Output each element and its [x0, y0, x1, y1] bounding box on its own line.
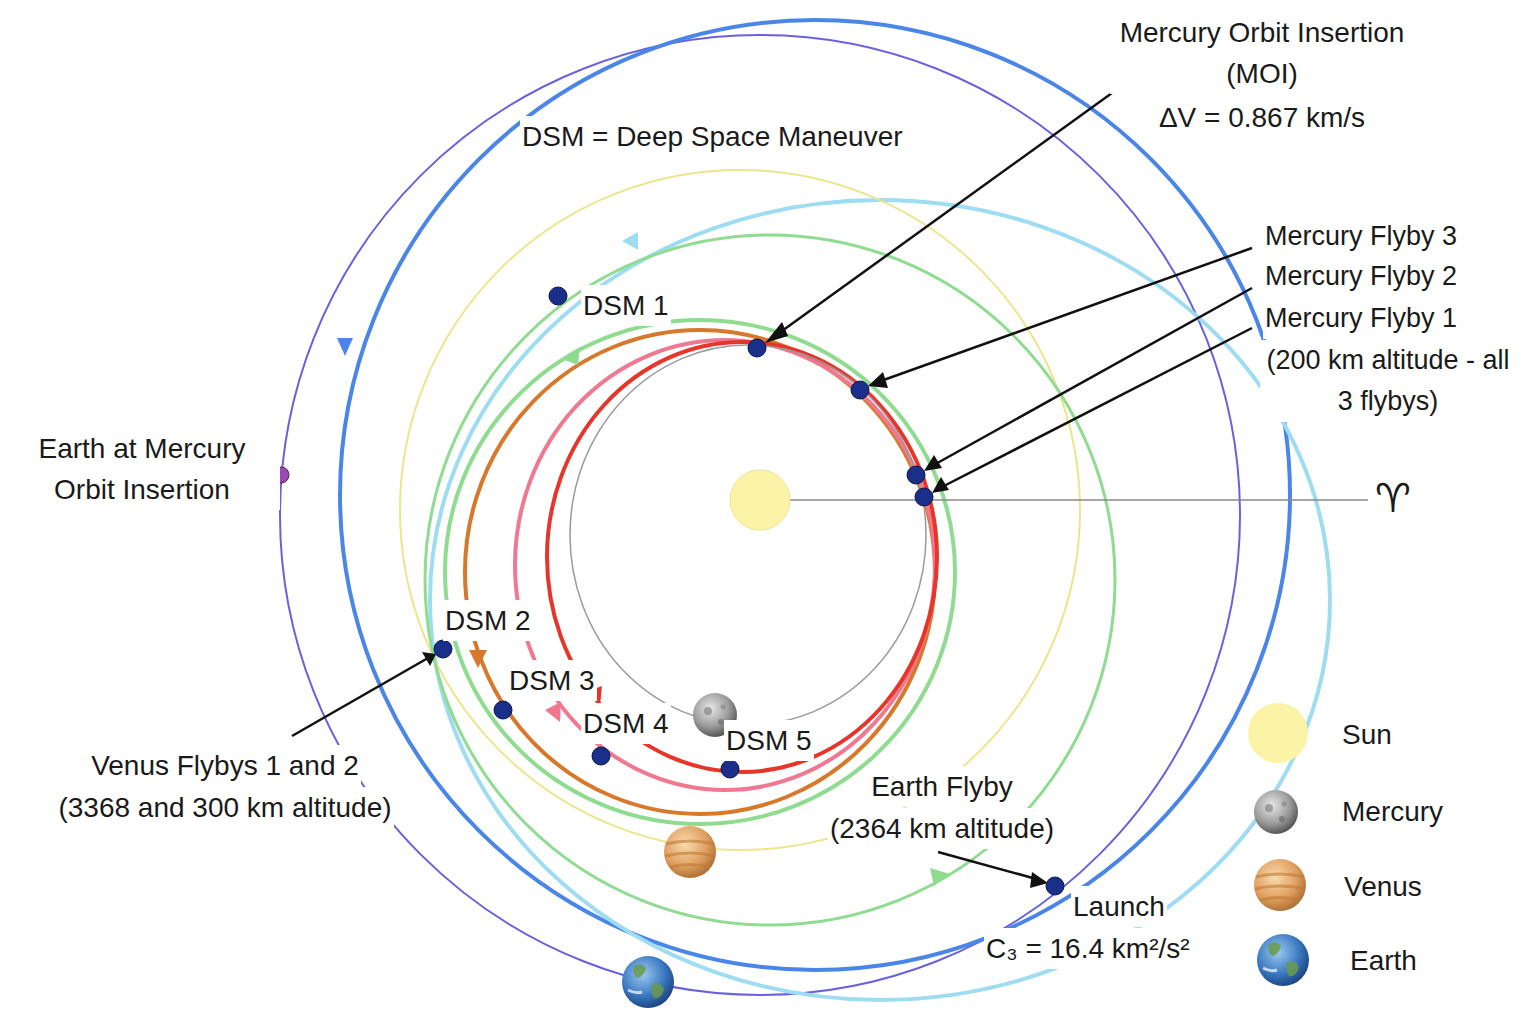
- annotation-label: DSM 5: [724, 720, 814, 761]
- venus-orbit: [400, 170, 1080, 850]
- legend-label: Sun: [1340, 714, 1394, 755]
- annotation-label: Venus Flybys 1 and 2: [89, 745, 361, 786]
- annotation-label: Launch: [1071, 886, 1167, 927]
- annotation-label: C₃ = 16.4 km²/s²: [984, 928, 1192, 969]
- direction-arrow: [562, 347, 580, 365]
- legend-swatch: [1248, 703, 1308, 763]
- direction-arrow: [337, 338, 353, 356]
- legend-venus: [1254, 859, 1306, 911]
- direction-arrow: [930, 868, 950, 886]
- annotation-label: (3368 and 300 km altitude): [56, 787, 393, 828]
- annotation-label: DSM 2: [443, 600, 533, 641]
- mercury-orbit: [570, 345, 926, 725]
- annotation-label: Mercury Orbit Insertion (MOI): [1110, 12, 1414, 94]
- earth-orbit: [280, 35, 1240, 995]
- annotation-label: Mercury Flyby 3: [1263, 216, 1459, 257]
- leader-arrowheads: [422, 322, 1048, 888]
- flyby-trajectory: [515, 340, 935, 790]
- earth-planet: [622, 956, 674, 1008]
- venus-trajectory: [425, 235, 1115, 925]
- annotation-label: (2364 km altitude): [828, 808, 1056, 849]
- annotation-label: DSM = Deep Space Maneuver: [520, 116, 905, 157]
- cruise-trajectory: [430, 200, 1330, 1000]
- legend-earth: [1257, 934, 1309, 986]
- flyby-trajectory: [547, 342, 937, 772]
- venus-trajectory: [445, 320, 955, 824]
- venus-planet: [664, 826, 716, 878]
- annotation-label: Mercury Flyby 1: [1263, 298, 1459, 339]
- annotation-label: Mercury Flyby 2: [1263, 256, 1459, 297]
- direction-arrow: [622, 232, 638, 250]
- direction-arrow: [545, 702, 561, 722]
- legend-label: Venus: [1342, 866, 1424, 907]
- sun: [730, 470, 790, 530]
- equinox-symbol: ♈: [1373, 476, 1413, 520]
- legend-mercury: [1254, 790, 1298, 834]
- annotation-label: ΔV = 0.867 km/s: [1157, 97, 1367, 138]
- annotation-label: DSM 3: [507, 660, 597, 701]
- direction-arrow: [469, 650, 487, 668]
- annotation-label: DSM 1: [581, 285, 671, 326]
- equinox-line: [790, 499, 1368, 501]
- leader-lines: [292, 80, 1252, 880]
- event-dots: [434, 287, 1064, 895]
- legend-label: Earth: [1348, 940, 1419, 981]
- annotation-label: Earth at Mercury Orbit Insertion: [4, 428, 280, 510]
- annotation-label: (200 km altitude - all 3 flybys): [1260, 340, 1516, 422]
- legend-label: Mercury: [1340, 791, 1445, 832]
- flyby-trajectory: [465, 330, 935, 814]
- annotation-label: DSM 4: [581, 703, 671, 744]
- annotation-label: Earth Flyby: [869, 766, 1015, 807]
- launch-trajectory: [340, 20, 1290, 970]
